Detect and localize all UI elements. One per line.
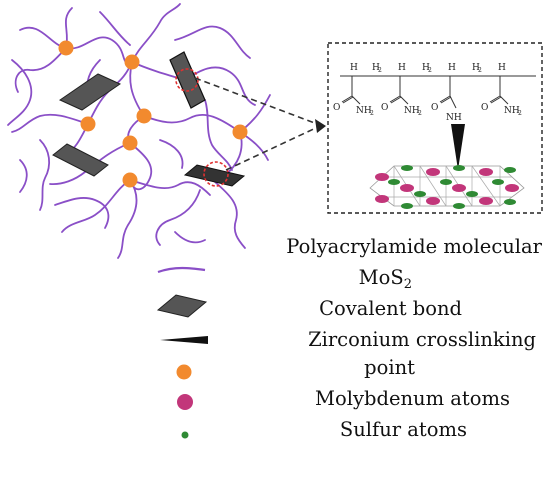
mos2-plate: [169, 51, 206, 109]
polymer-chain: [214, 181, 246, 249]
ch-group: H: [448, 63, 456, 73]
legend-sulfur-atom: [181, 431, 189, 439]
svg-text:H: H: [472, 63, 480, 73]
ch-group: H: [398, 63, 406, 73]
oxygen-label: O: [481, 103, 488, 113]
crosslink-point: [80, 116, 96, 132]
zoom-connector: [194, 77, 321, 126]
legend-label-mos2: MoS2: [358, 266, 412, 292]
polymer-chain: [129, 142, 153, 191]
svg-text:NH: NH: [404, 106, 420, 116]
polymer-chain: [155, 189, 201, 246]
legend-label-molybdenum: Molybdenum atoms: [315, 387, 510, 410]
ch-group: H: [498, 63, 506, 73]
oxygen-label: O: [333, 103, 340, 113]
svg-text:2: 2: [418, 110, 422, 117]
legend-polymer-line: [157, 266, 206, 274]
crosslink-point: [122, 172, 138, 188]
polymer-chain: [99, 11, 131, 46]
legend-crosslink-point: [176, 364, 192, 380]
legend-label-zirconium: Zirconium crosslinking: [308, 328, 536, 351]
svg-text:2: 2: [428, 67, 432, 74]
oxygen-label: O: [381, 103, 388, 113]
legend-mos2-plate: [156, 294, 208, 318]
polymer-chain: [49, 142, 131, 185]
polymer-chain: [174, 25, 251, 59]
mos2-lattice: [369, 165, 525, 209]
amide-group: NH2: [356, 106, 374, 117]
crosslink-point: [124, 54, 140, 70]
polymer-chain: [19, 26, 133, 65]
svg-text:2: 2: [518, 110, 522, 117]
svg-text:2: 2: [478, 67, 482, 74]
amide-group: NH2: [504, 106, 522, 117]
amide-nh-group: NH: [446, 113, 462, 123]
ch2-group: H2: [472, 63, 482, 74]
polymer-chain: [7, 59, 33, 126]
zoom-connector: [225, 125, 321, 171]
crosslink-point: [58, 40, 74, 56]
mos2-plate: [183, 164, 246, 187]
polymer-chain: [11, 113, 89, 133]
svg-text:H: H: [422, 63, 430, 73]
ch2-group: H2: [422, 63, 432, 74]
crosslink-point: [232, 124, 248, 140]
polymer-chain: [19, 159, 28, 193]
legend-covalent-bond: [160, 336, 208, 344]
mos2-plate: [52, 143, 109, 177]
svg-text:H: H: [372, 63, 380, 73]
polymer-chain: [204, 99, 233, 171]
detail-box: [327, 42, 543, 214]
mos2-plate: [58, 73, 122, 111]
svg-text:NH: NH: [446, 113, 462, 123]
polymer-chain: [14, 47, 67, 93]
legend-symbols: [156, 266, 208, 439]
covalent-bond: [451, 124, 465, 170]
crosslink-points: [58, 40, 248, 188]
polymer-chain: [174, 231, 206, 244]
polymer-chain: [129, 179, 211, 196]
polymer-chain: [117, 179, 138, 259]
legend-label-sulfur: Sulfur atoms: [339, 418, 467, 441]
legend-label-point: point: [364, 356, 415, 379]
polymer-chain: [39, 139, 51, 211]
highlight-circle: [203, 161, 229, 187]
polymer-chain: [129, 61, 145, 117]
zoom-connectors: [194, 77, 321, 171]
crosslink-point: [122, 135, 138, 151]
oxygen-label: O: [431, 103, 438, 113]
polymer-chain: [131, 3, 181, 63]
polymer-network: [7, 3, 271, 259]
polymer-chain: [159, 139, 184, 169]
arrow-head: [315, 119, 326, 133]
polymer-chain: [54, 197, 110, 229]
crosslink-point: [136, 108, 152, 124]
legend-molybdenum-atom: [177, 394, 193, 410]
svg-text:2: 2: [378, 67, 382, 74]
svg-text:NH: NH: [356, 106, 372, 116]
legend-label-covalent-bond: Covalent bond: [319, 297, 462, 320]
svg-text:2: 2: [370, 110, 374, 117]
mos2-plates: [52, 51, 246, 187]
amide-group: NH2: [404, 106, 422, 117]
polyacrylamide-structure: H2 H2 H2 H H H H: [333, 63, 536, 170]
ch-group: H: [350, 63, 358, 73]
ch2-group: H2: [372, 63, 382, 74]
svg-text:NH: NH: [504, 106, 520, 116]
polymer-chain: [61, 179, 131, 233]
polymer-chain: [143, 113, 241, 133]
legend-label-polyacrylamide: Polyacrylamide molecular: [286, 235, 542, 258]
highlight-circle: [175, 68, 199, 92]
